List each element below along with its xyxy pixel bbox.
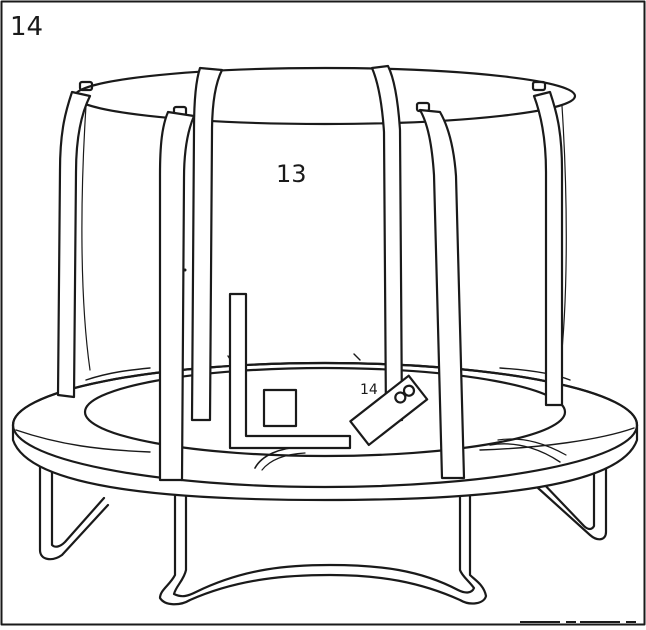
pole-front-right	[418, 108, 466, 480]
top-net-ring	[73, 66, 577, 126]
net-edge-left	[81, 105, 91, 371]
hardware-part-14	[349, 374, 429, 447]
part-label-hardware: 14	[360, 382, 378, 398]
part-label-net: 13	[276, 160, 307, 188]
frame-pad-top	[11, 361, 639, 489]
pole-front-left	[158, 110, 196, 482]
pole-mid-left	[190, 66, 224, 422]
speck	[183, 268, 187, 272]
pole-caps	[78, 80, 547, 117]
jumping-mat	[83, 366, 567, 458]
enclosure-door	[228, 292, 352, 450]
pole-back-left	[56, 90, 92, 399]
step-number: 14	[10, 12, 44, 42]
pole-back-right	[532, 90, 564, 407]
frame-legs	[38, 436, 608, 606]
